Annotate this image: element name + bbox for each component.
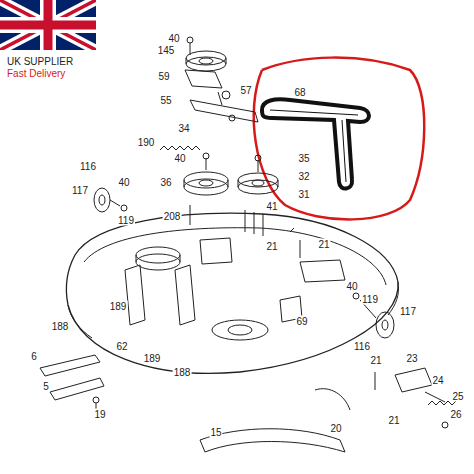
callout-number: 40: [167, 33, 180, 44]
belt: [262, 99, 369, 188]
callout-number: 189: [109, 301, 128, 312]
callout-number: 35: [297, 153, 310, 164]
callout-number: 116: [79, 161, 97, 172]
callout-number: 5: [42, 381, 50, 392]
callout-number: 19: [93, 409, 106, 420]
callout-number: 40: [173, 153, 186, 164]
callout-number: 41: [265, 201, 278, 212]
drawing: [40, 37, 456, 452]
callout-number: 26: [449, 409, 462, 420]
callout-number: 62: [115, 341, 128, 352]
callout-number: 23: [405, 353, 418, 364]
callout-number: 21: [387, 415, 400, 426]
brand-text: UK SUPPLIER: [6, 56, 74, 67]
callout-number: 68: [293, 87, 306, 98]
brand-text: Fast Delivery: [6, 68, 66, 79]
callout-number: 119: [361, 294, 379, 305]
callout-number: 40: [117, 177, 130, 188]
callout-number: 21: [369, 355, 382, 366]
callout-number: 21: [265, 241, 278, 252]
callout-number: 20: [329, 423, 342, 434]
callout-number: 34: [177, 123, 190, 134]
callout-number: 208: [163, 211, 182, 222]
callout-number: 21: [317, 239, 330, 250]
callout-number: 6: [30, 351, 38, 362]
callout-number: 190: [137, 137, 156, 148]
callout-number: 40: [345, 281, 358, 292]
callout-number: 145: [157, 45, 176, 56]
mower-deck: [66, 213, 398, 373]
callout-number: 25: [451, 391, 464, 402]
callout-number: 117: [71, 185, 89, 196]
callout-number: 32: [297, 171, 310, 182]
highlight-ring: [254, 58, 425, 220]
uk-flag: [0, 0, 96, 50]
callout-number: 119: [117, 215, 135, 226]
callout-number: 15: [209, 427, 222, 438]
callout-number: 188: [51, 321, 70, 332]
callout-number: 57: [239, 85, 252, 96]
callout-number: 24: [431, 375, 444, 386]
callout-number: 55: [159, 95, 172, 106]
callout-number: 69: [295, 316, 308, 327]
callout-number: 116: [353, 341, 371, 352]
callout-number: 189: [143, 353, 162, 364]
callout-number: 36: [159, 177, 172, 188]
callout-number: 117: [399, 306, 417, 317]
callout-number: 31: [297, 189, 310, 200]
callout-number: 188: [173, 367, 192, 378]
callout-number: 59: [157, 71, 170, 82]
